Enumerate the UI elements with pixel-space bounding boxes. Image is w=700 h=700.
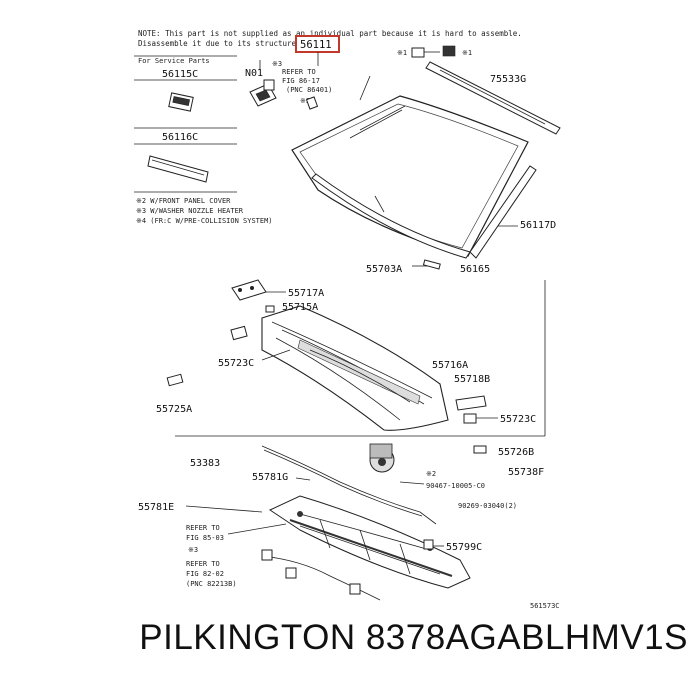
part-label-55723c-left: 55723C (218, 358, 254, 369)
refer-bot-line-1: REFER TO (186, 560, 220, 568)
footnote-3: ※3 W/WASHER NOZZLE HEATER (136, 207, 244, 215)
harness-illustration (261, 549, 381, 601)
legend-title: For Service Parts (138, 57, 210, 65)
part-label-53383: 53383 (190, 458, 220, 469)
seal-55718b-illustration (455, 395, 487, 411)
leader-line (399, 481, 425, 485)
part-label-55717a: 55717A (288, 288, 324, 299)
windshield-glass-illustration (291, 75, 529, 257)
footnote-2: ※2 W/FRONT PANEL COVER (136, 197, 231, 205)
footnote-4: ※4 (FR:C W/PRE-COLLISION SYSTEM) (136, 217, 273, 225)
clip-right-illustration (442, 45, 456, 57)
refer-mid-line-1: REFER TO (186, 524, 220, 532)
clip-55725a-illustration (166, 373, 184, 387)
clip-56115c-illustration (168, 92, 194, 112)
part-label-55781e: 55781E (138, 502, 174, 513)
bracket-55717a-illustration (231, 279, 267, 301)
sensor-clip-illustration (305, 96, 319, 110)
refer-top-line-2: FIG 86-17 (282, 77, 320, 85)
clip-left-illustration (411, 47, 425, 58)
part-label-90467: 90467-10005-C0 (426, 482, 485, 490)
callout-56111-label: 56111 (300, 39, 332, 51)
leader-line (185, 505, 263, 513)
refer-bot-line-3: (PNC 82213B) (186, 580, 237, 588)
leader-line (295, 477, 311, 481)
mark-x1-right: ※1 (462, 49, 472, 57)
lower-strip-56117d-illustration (311, 165, 537, 259)
part-label-56115c: 56115C (162, 69, 198, 80)
clip-55723c-right-illustration (463, 413, 477, 424)
hose-53383-illustration (261, 445, 437, 525)
footer-text: PILKINGTON 8378AGABLHMV1S (139, 618, 688, 657)
header-note-line-1: NOTE: This part is not supplied as an in… (138, 29, 522, 38)
part-label-55718b: 55718B (454, 374, 490, 385)
part-label-56116c: 56116C (162, 132, 198, 143)
strip-56116c-illustration (147, 155, 209, 183)
leader-line (261, 349, 291, 361)
part-label-55799c: 55799C (446, 542, 482, 553)
wiper-linkage-illustration (268, 495, 471, 589)
refer-top-line-1: REFER TO (282, 68, 316, 76)
refer-mid-line-2: FIG 85-03 (186, 534, 224, 542)
callout-56111-box (295, 35, 340, 53)
clip-55715a-illustration (265, 305, 275, 313)
part-label-56165: 56165 (460, 264, 490, 275)
part-label-55738f: 55738F (508, 467, 544, 478)
mark-x3-bottom: ※3 (188, 546, 198, 554)
clip-55723c-left-illustration (230, 325, 248, 341)
part-label-55715a: 55715A (282, 302, 318, 313)
part-label-55726b: 55726B (498, 447, 534, 458)
figure-code: 561573C (530, 602, 560, 610)
cowl-panel-illustration (261, 305, 449, 431)
clip-55726b-illustration (473, 445, 487, 454)
part-label-56117d: 56117D (520, 220, 556, 231)
leader-line (227, 523, 287, 535)
part-label-90269: 90269-03040(2) (458, 502, 517, 510)
refer-top-line-3: (PNC 86401) (286, 86, 332, 94)
refer-bot-line-2: FIG 82-02 (186, 570, 224, 578)
part-label-55723c-right: 55723C (500, 414, 536, 425)
mark-x3-mid: ※3 (300, 97, 310, 105)
header-note-line-2: Disassemble it due to its structure. (138, 39, 301, 48)
molding-75533g-illustration (425, 61, 561, 135)
part-label-75533g: 75533G (490, 74, 526, 85)
camera-bracket-illustration (249, 79, 277, 107)
part-label-55781g: 55781G (252, 472, 288, 483)
part-label-55716a: 55716A (432, 360, 468, 371)
mark-x3-left: ※3 (272, 60, 282, 68)
clip-55703a-illustration (422, 259, 441, 270)
mark-x2: ※2 (426, 470, 436, 478)
mark-x1-left: ※1 (397, 49, 407, 57)
n01-label: N01 (245, 68, 263, 79)
part-label-55725a: 55725A (156, 404, 192, 415)
clip-55799c-illustration (423, 539, 434, 550)
part-label-55703a: 55703A (366, 264, 402, 275)
wiper-motor-illustration (369, 443, 395, 473)
